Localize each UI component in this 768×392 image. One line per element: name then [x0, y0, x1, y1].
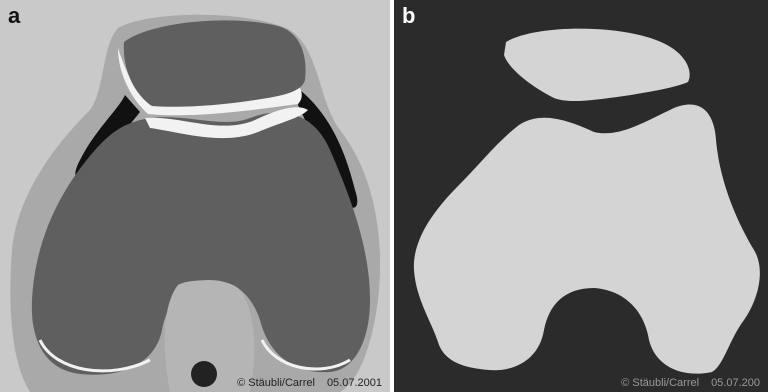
credit-text: © Stäubli/Carrel	[237, 377, 315, 389]
knee-radiograph-drawing	[394, 0, 768, 392]
panel-a-schematic: a © Stäubli/Carrel 05.07.2001	[0, 0, 390, 392]
vessel-dot	[191, 361, 217, 387]
femur-bone	[414, 105, 760, 374]
knee-schematic-drawing	[0, 0, 390, 392]
panel-label: a	[8, 4, 20, 28]
panel-b-radiograph: b © Stäubli/Carrel 05.07.200	[394, 0, 768, 392]
credit-date: 05.07.200	[711, 377, 760, 389]
image-credit: © Stäubli/Carrel 05.07.2001	[237, 377, 382, 390]
image-credit: © Stäubli/Carrel 05.07.200	[621, 377, 760, 390]
credit-text: © Stäubli/Carrel	[621, 377, 699, 389]
credit-date: 05.07.2001	[327, 377, 382, 389]
panel-label: b	[402, 4, 415, 28]
patella-shape	[124, 20, 306, 106]
patella-bone	[504, 29, 690, 101]
